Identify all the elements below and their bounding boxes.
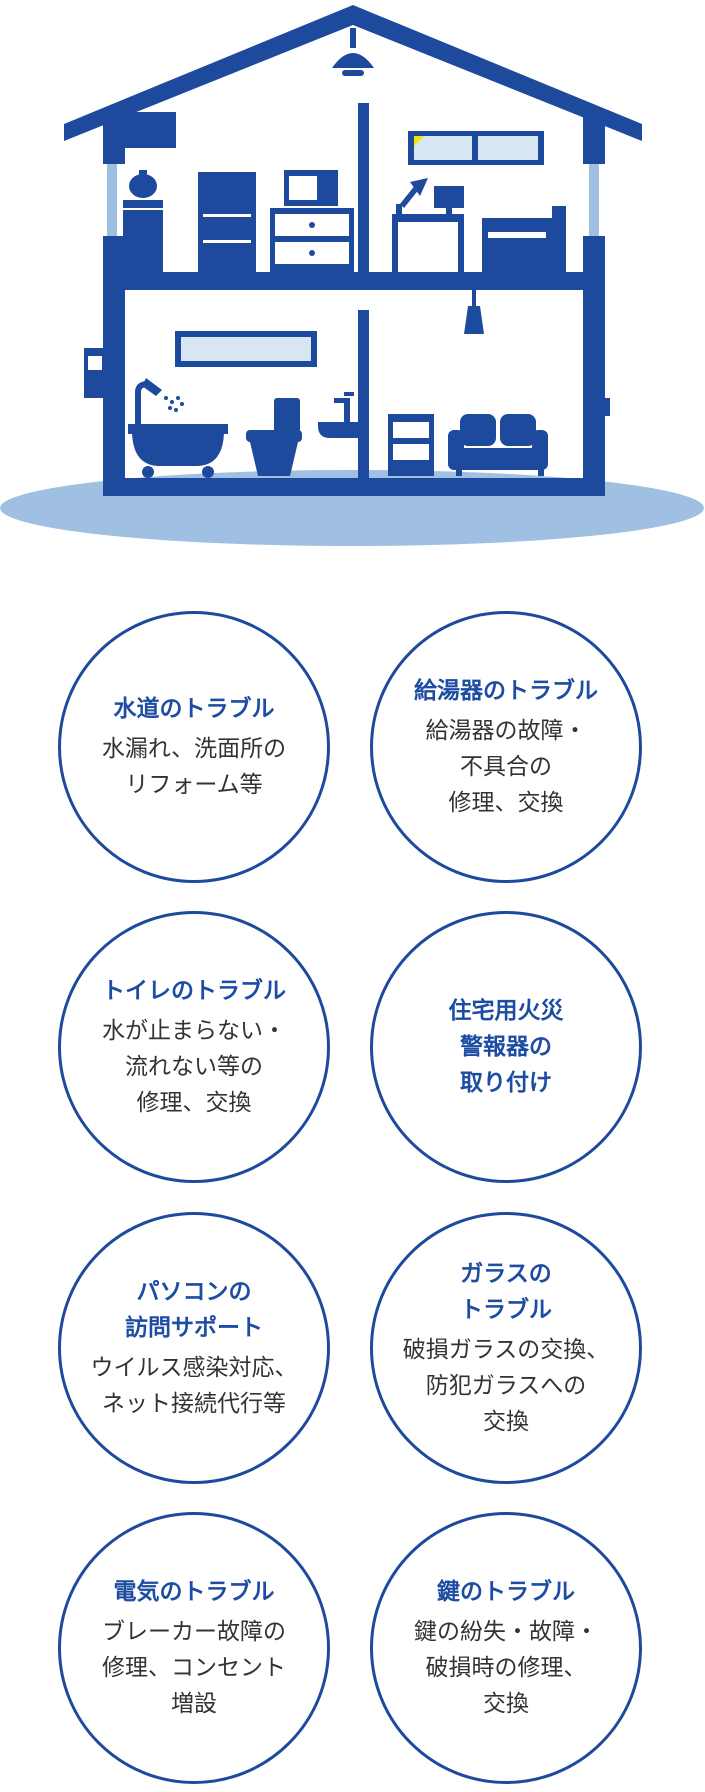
desk-pc-icon [392, 178, 464, 272]
window-lower [175, 331, 317, 367]
service-circle-water-heater: 給湯器のトラブル 給湯器の故障・ 不具合の 修理、交換 [370, 611, 642, 883]
service-description: 破損ガラスの交換、 防犯ガラスへの 交換 [402, 1337, 610, 1435]
sofa-icon [448, 414, 548, 476]
nightstand-icon [388, 414, 434, 476]
wall-fixture-icon [600, 398, 610, 416]
service-circle-pc-support: パソコンの 訪問サポート ウイルス感染対応、 ネット接続代行等 [58, 1212, 330, 1484]
service-description: ブレーカー故障の 修理、コンセント 増設 [102, 1619, 286, 1717]
service-circle-fire-alarm: 住宅用火災 警報器の 取り付け [370, 911, 642, 1183]
service-title: パソコンの 訪問サポート [125, 1279, 263, 1341]
service-title: 鍵のトラブル [437, 1579, 575, 1605]
meter-box-icon [84, 348, 106, 398]
service-title: 住宅用火災 警報器の 取り付け [448, 998, 564, 1096]
window-upper [408, 131, 544, 165]
service-title: 給湯器のトラブル [414, 678, 598, 704]
fridge-icon [198, 172, 256, 272]
service-description: 給湯器の故障・ 不具合の 修理、交換 [425, 718, 587, 816]
service-circle-toilet: トイレのトラブル 水が止まらない・ 流れない等の 修理、交換 [58, 911, 330, 1183]
service-title: 電気のトラブル [113, 1579, 275, 1605]
stove-kettle-icon [123, 170, 163, 272]
service-circle-key: 鍵のトラブル 鍵の紛失・故障・ 破損時の修理、 交換 [370, 1512, 642, 1784]
toilet-icon [246, 398, 302, 476]
pendant-lamp-icon [464, 290, 484, 334]
house-structure [64, 5, 642, 496]
service-description: 水漏れ、洗面所の リフォーム等 [101, 736, 287, 798]
house-illustration [0, 5, 704, 546]
bed-icon [482, 206, 566, 272]
bathtub-icon [128, 378, 228, 478]
service-circle-glass: ガラスの トラブル 破損ガラスの交換、 防犯ガラスへの 交換 [370, 1212, 642, 1484]
service-description: 水が止まらない・ 流れない等の 修理、交換 [102, 1018, 286, 1116]
service-circle-electric: 電気のトラブル ブレーカー故障の 修理、コンセント 増設 [58, 1512, 330, 1784]
service-description: ウイルス感染対応、 ネット接続代行等 [90, 1355, 298, 1417]
service-title: 水道のトラブル [113, 696, 275, 722]
sink-faucet-icon [318, 392, 360, 438]
ceiling-lamp-icon [332, 28, 374, 76]
service-title: トイレのトラブル [102, 978, 286, 1004]
microwave-cabinet-icon [270, 170, 354, 272]
service-title: ガラスの トラブル [460, 1261, 552, 1323]
service-circle-water: 水道のトラブル 水漏れ、洗面所の リフォーム等 [58, 611, 330, 883]
service-description: 鍵の紛失・故障・ 破損時の修理、 交換 [414, 1619, 598, 1717]
